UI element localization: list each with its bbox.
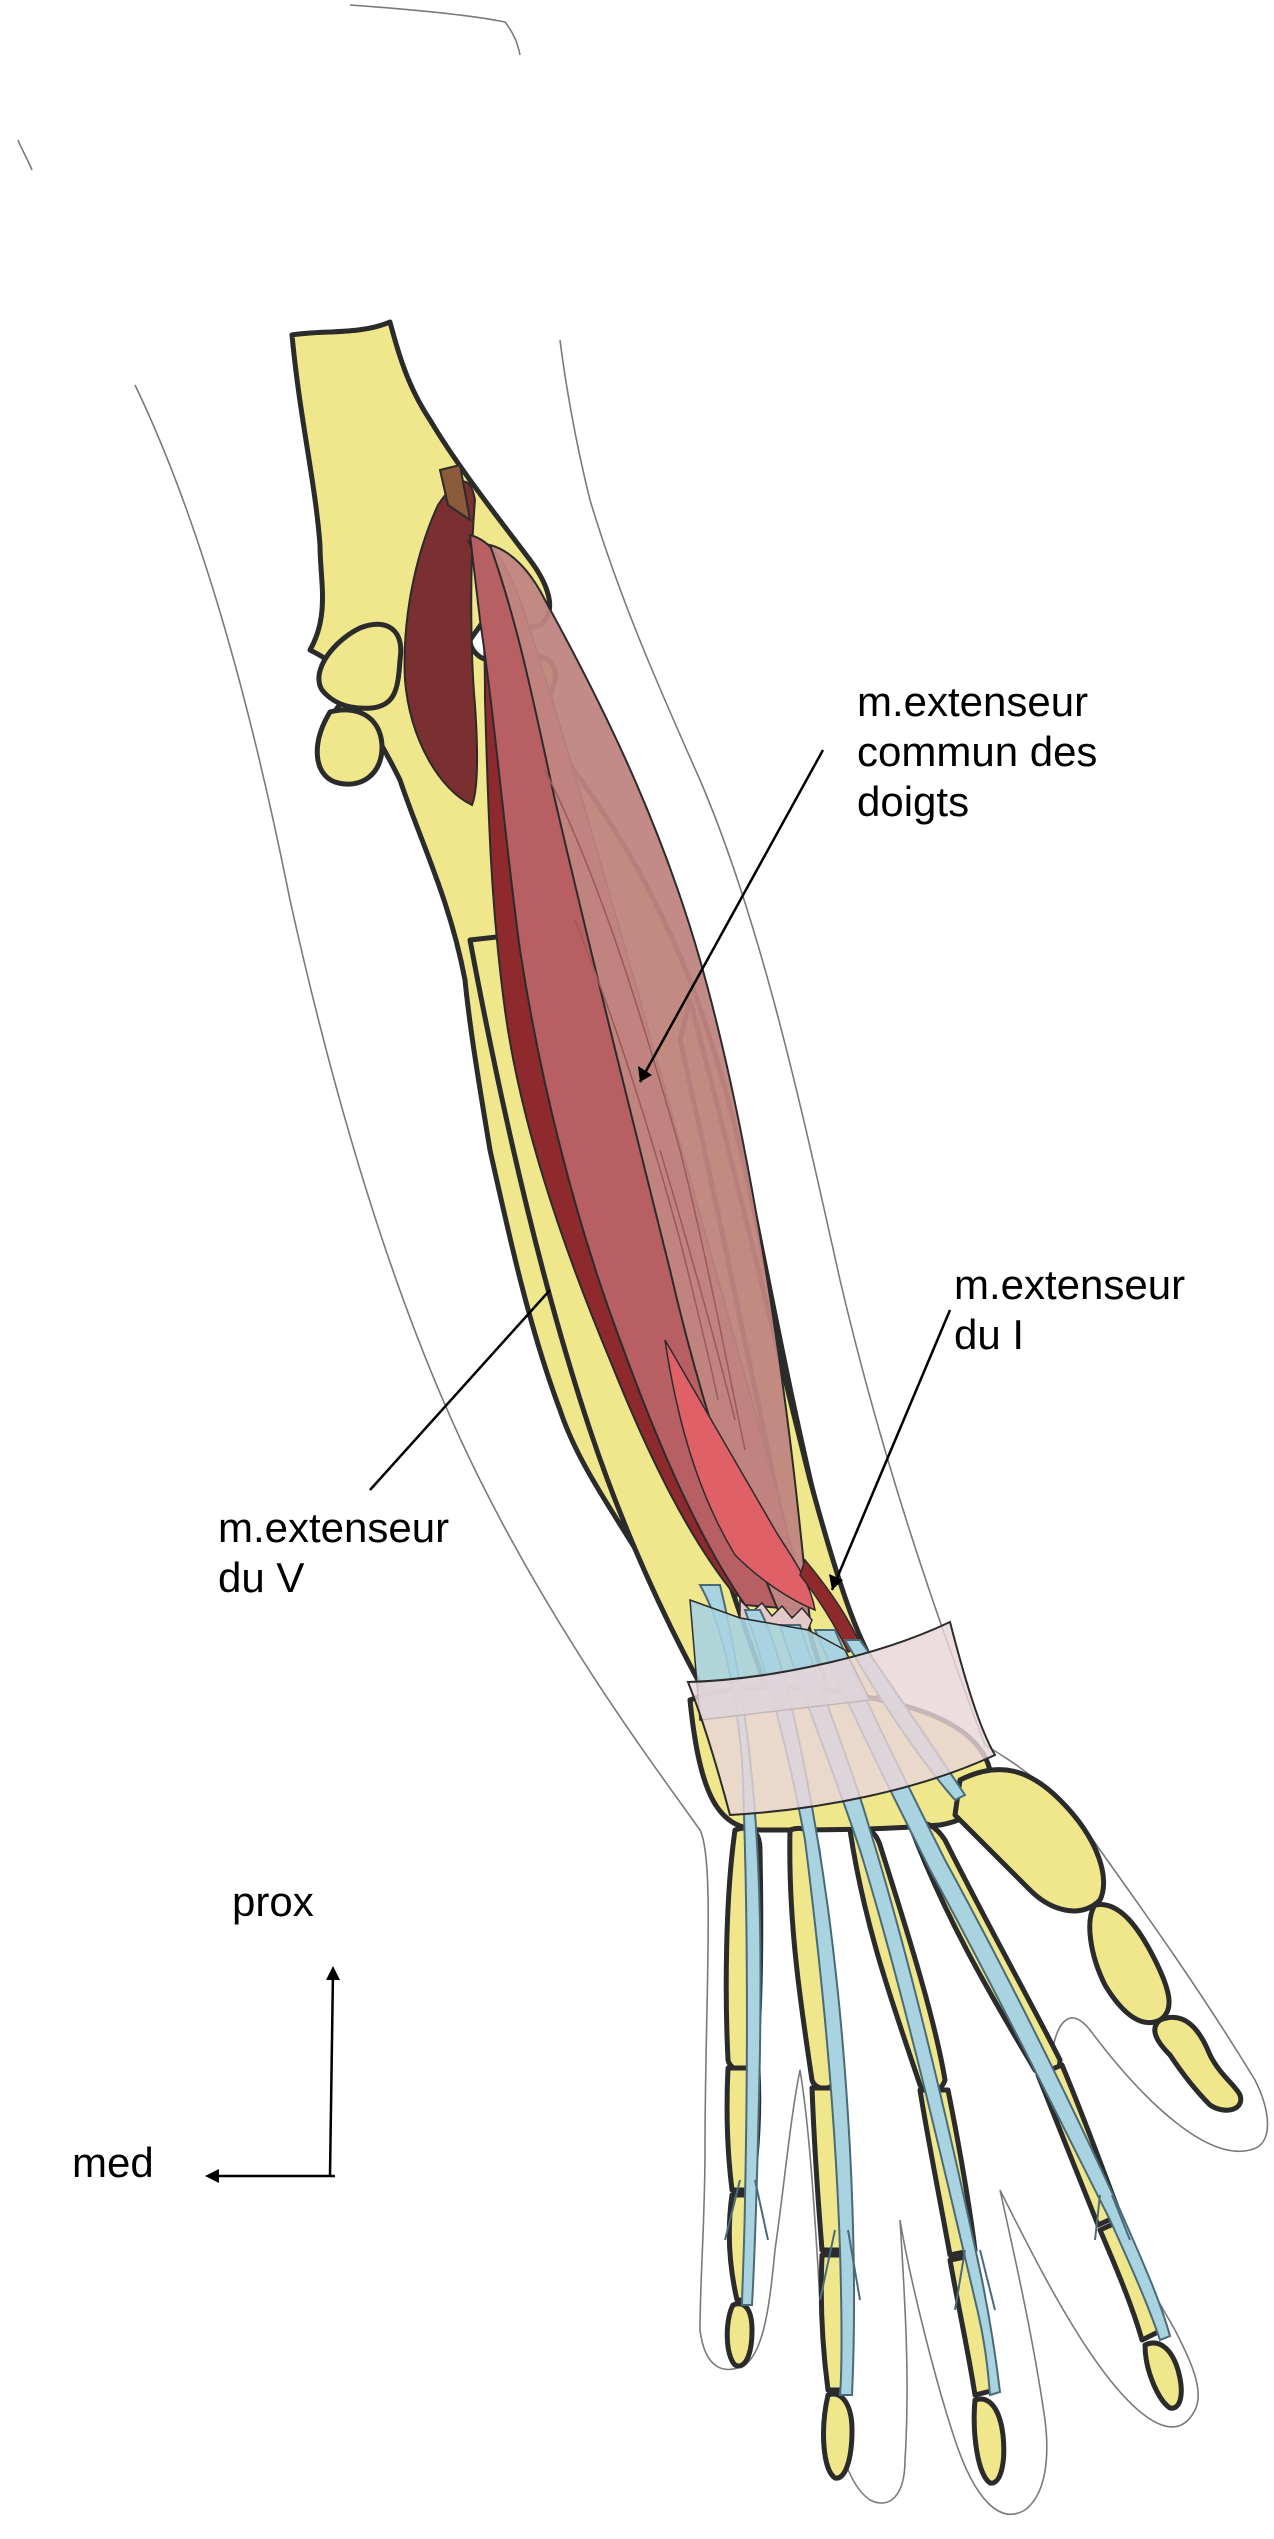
label-edm: m.extenseur du V bbox=[218, 1504, 450, 1601]
leader-line-edm bbox=[369, 1289, 551, 1491]
med-arrowhead bbox=[205, 2169, 219, 2183]
leader-arrow-epl bbox=[829, 1574, 843, 1590]
prox-axis bbox=[328, 1971, 335, 2176]
prox-arrowhead bbox=[326, 1966, 340, 1980]
leader-lines bbox=[369, 749, 952, 1591]
extensor-retinaculum bbox=[686, 1620, 997, 1817]
epl-muscle bbox=[664, 1339, 816, 1612]
label-epl: m.extenseur du I bbox=[954, 1261, 1186, 1358]
label-edc: m.extenseur commun des doigts bbox=[857, 678, 1098, 825]
leader-line-edc bbox=[638, 749, 825, 1083]
label-prox: prox bbox=[232, 1878, 314, 1925]
label-med: med bbox=[72, 2139, 154, 2186]
deep-muscle bbox=[403, 480, 478, 807]
leader-arrow-edc bbox=[638, 1066, 652, 1082]
muscles bbox=[403, 463, 864, 1653]
orientation-axes bbox=[205, 1966, 340, 2183]
leader-line-epl bbox=[830, 1309, 952, 1591]
